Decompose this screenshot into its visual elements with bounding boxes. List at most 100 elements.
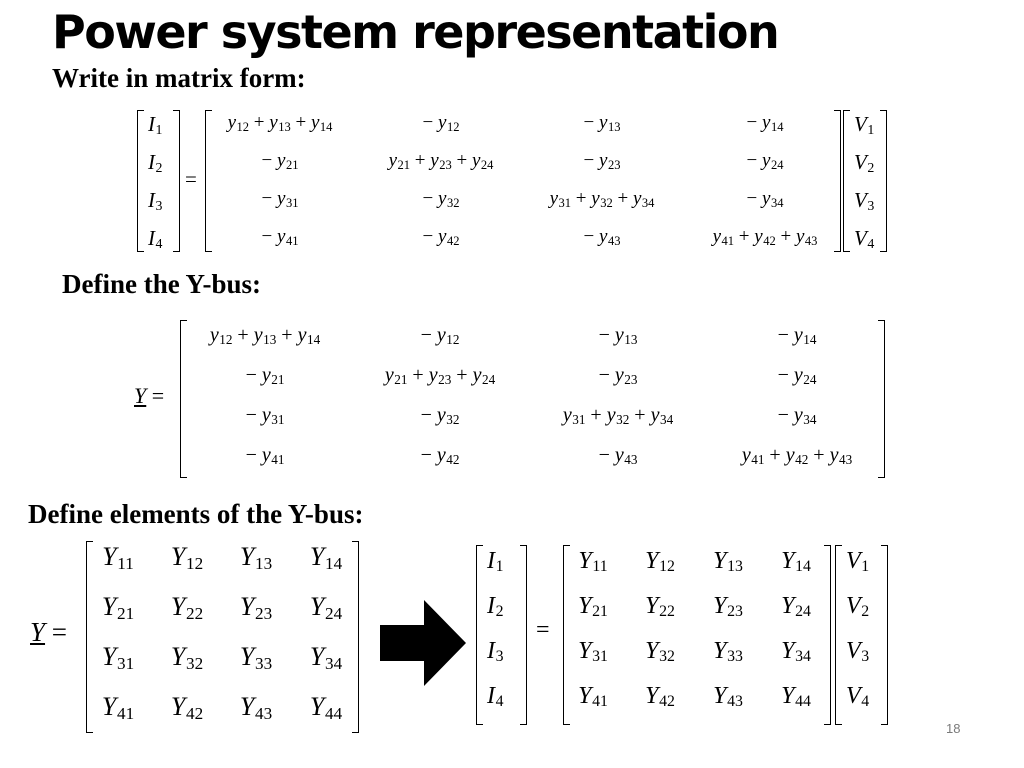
element-cell: Y13	[713, 548, 743, 576]
matrix-cell: − y24	[777, 364, 817, 387]
element-cell: Y22	[645, 593, 675, 621]
matrix-cell: − y32	[422, 188, 460, 210]
matrix-cell: − y14	[746, 112, 784, 134]
left-bracket	[180, 320, 187, 478]
element-cell: Y42	[170, 692, 204, 723]
element-cell: Y43	[713, 683, 743, 711]
matrix-cell: y31 + y32 + y34	[562, 404, 674, 427]
matrix-cell: − y43	[583, 226, 621, 248]
current-1: I1	[148, 112, 163, 138]
page-title: Power system representation	[52, 5, 780, 59]
element-cell: Y41	[101, 692, 135, 723]
element-cell: Y44	[309, 692, 343, 723]
matrix-cell: − y23	[583, 150, 621, 172]
ybus-symbol: Y =	[30, 617, 68, 647]
element-cell: Y32	[170, 642, 204, 673]
current-1: I1	[487, 548, 504, 576]
matrix-cell: − y12	[420, 324, 460, 347]
voltage-2: V2	[854, 150, 875, 176]
element-cell: Y11	[578, 548, 608, 576]
left-bracket	[86, 541, 93, 733]
matrix-cell: − y41	[261, 226, 299, 248]
equals-sign: =	[185, 167, 197, 191]
element-cell: Y12	[645, 548, 675, 576]
element-cell: Y34	[781, 638, 811, 666]
current-4: I4	[487, 683, 504, 711]
page-number: 18	[946, 721, 961, 736]
matrix-cell: − y42	[422, 226, 460, 248]
right-bracket	[881, 545, 888, 725]
matrix-cell: − y34	[777, 404, 817, 427]
matrix-cell: − y42	[420, 444, 460, 467]
element-cell: Y13	[239, 542, 273, 573]
equals-sign: =	[536, 617, 550, 643]
ybus-symbol: Y =	[134, 383, 165, 408]
left-bracket	[835, 545, 842, 725]
voltage-4: V4	[846, 683, 870, 711]
element-cell: Y43	[239, 692, 273, 723]
matrix-cell: − y21	[261, 150, 299, 172]
matrix-cell: − y24	[746, 150, 784, 172]
right-bracket	[834, 110, 841, 252]
element-cell: Y24	[781, 593, 811, 621]
matrix-cell: − y41	[245, 444, 285, 467]
voltage-2: V2	[846, 593, 870, 621]
element-cell: Y14	[309, 542, 343, 573]
element-cell: Y21	[578, 593, 608, 621]
matrix-cell: − y21	[245, 364, 285, 387]
right-bracket	[352, 541, 359, 733]
matrix-cell: y21 + y23 + y24	[384, 364, 496, 387]
label-elements: Define elements of the Y-bus:	[28, 499, 364, 529]
left-bracket	[843, 110, 850, 252]
voltage-3: V3	[846, 638, 870, 666]
element-cell: Y23	[239, 592, 273, 623]
right-arrow-icon	[380, 600, 466, 686]
element-cell: Y41	[578, 683, 608, 711]
voltage-4: V4	[854, 226, 875, 252]
element-cell: Y33	[713, 638, 743, 666]
matrix-cell: − y23	[598, 364, 638, 387]
element-cell: Y31	[578, 638, 608, 666]
matrix-cell: − y13	[598, 324, 638, 347]
matrix-cell: − y31	[261, 188, 299, 210]
left-bracket	[476, 545, 483, 725]
element-cell: Y12	[170, 542, 204, 573]
element-cell: Y24	[309, 592, 343, 623]
right-bracket	[173, 110, 180, 252]
right-bracket	[520, 545, 527, 725]
matrix-cell: y21 + y23 + y24	[388, 150, 494, 172]
matrix-cell: − y14	[777, 324, 817, 347]
left-bracket	[205, 110, 212, 252]
matrix-cell: − y12	[422, 112, 460, 134]
current-2: I2	[148, 150, 163, 176]
label-ybus: Define the Y-bus:	[62, 269, 262, 299]
element-cell: Y42	[645, 683, 675, 711]
element-cell: Y14	[781, 548, 811, 576]
right-bracket	[880, 110, 887, 252]
voltage-1: V1	[854, 112, 875, 138]
matrix-cell: y41 + y42 + y43	[741, 444, 853, 467]
element-cell: Y11	[102, 542, 134, 573]
element-cell: Y23	[713, 593, 743, 621]
matrix-cell: y12 + y13 + y14	[209, 324, 321, 347]
left-bracket	[137, 110, 144, 252]
left-bracket	[563, 545, 570, 725]
matrix-cell: − y34	[746, 188, 784, 210]
matrix-cell: − y13	[583, 112, 621, 134]
voltage-3: V3	[854, 188, 875, 214]
current-3: I3	[148, 188, 163, 214]
element-cell: Y32	[645, 638, 675, 666]
element-cell: Y44	[781, 683, 811, 711]
element-cell: Y31	[101, 642, 135, 673]
voltage-1: V1	[846, 548, 870, 576]
element-cell: Y21	[101, 592, 135, 623]
element-cell: Y22	[170, 592, 204, 623]
right-bracket	[878, 320, 885, 478]
matrix-cell: − y32	[420, 404, 460, 427]
current-2: I2	[487, 593, 504, 621]
matrix-cell: y31 + y32 + y34	[549, 188, 655, 210]
right-bracket	[824, 545, 831, 725]
element-cell: Y34	[309, 642, 343, 673]
matrix-cell: − y43	[598, 444, 638, 467]
